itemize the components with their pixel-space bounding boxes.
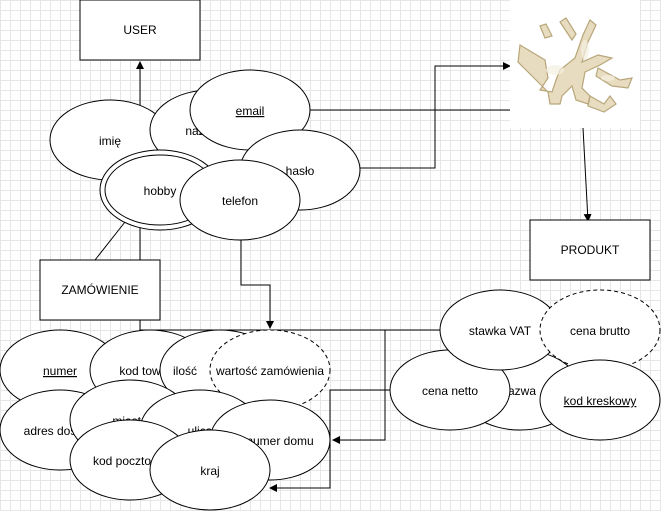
svg-text:stawka VAT: stawka VAT [469, 324, 532, 338]
svg-text:kod kreskowy: kod kreskowy [564, 394, 637, 408]
hobby-to-zamowienie-line [94, 221, 126, 261]
svg-text:PRODUKT: PRODUKT [561, 243, 620, 257]
svg-text:hasło: hasło [286, 164, 315, 178]
attr-telefon[interactable]: telefon [179, 159, 301, 241]
telefon-to-order-arrow [240, 240, 274, 329]
entity-produkt[interactable]: PRODUKT [529, 219, 651, 281]
attr-kod-kreskowy[interactable]: kod kreskowy [539, 359, 661, 441]
entity-user[interactable]: USER [79, 0, 201, 61]
svg-text:numer: numer [43, 364, 77, 378]
svg-text:ZAMÓWIENIE: ZAMÓWIENIE [61, 282, 138, 297]
svg-text:azwa: azwa [508, 384, 536, 398]
svg-text:adres dos: adres dos [24, 424, 77, 438]
svg-text:kraj: kraj [200, 464, 219, 478]
svg-text:USER: USER [123, 23, 157, 37]
entity-zamowienie[interactable]: ZAMÓWIENIE [39, 259, 161, 321]
svg-text:email: email [236, 104, 265, 118]
svg-text:cena brutto: cena brutto [570, 324, 630, 338]
svg-text:telefon: telefon [222, 194, 258, 208]
attr-stawka-vat[interactable]: stawka VAT [439, 289, 561, 371]
svg-text:cena netto: cena netto [422, 384, 478, 398]
image-to-produkt-arrow [582, 127, 592, 222]
svg-text:wartość zamówienia: wartość zamówienia [215, 364, 324, 378]
attr-kraj[interactable]: kraj [149, 429, 271, 511]
attr-cena-netto[interactable]: cena netto [389, 349, 511, 431]
attr-cena-brutto-derived[interactable]: cena brutto [539, 289, 661, 371]
produkt-to-order-arrow [332, 330, 386, 444]
svg-text:imię: imię [99, 134, 121, 148]
svg-text:hobby: hobby [144, 184, 177, 198]
haslo-to-image-arrow [350, 62, 511, 169]
svg-text:kod tow: kod tow [119, 364, 161, 378]
svg-text:numer domu: numer domu [246, 434, 313, 448]
attr-wartosc-zamowienia-derived[interactable]: wartość zamówienia [209, 329, 331, 411]
svg-text:ilość: ilość [173, 364, 197, 378]
chicken-feet-photo [510, 0, 640, 128]
svg-text:kod poczto: kod poczto [93, 454, 151, 468]
